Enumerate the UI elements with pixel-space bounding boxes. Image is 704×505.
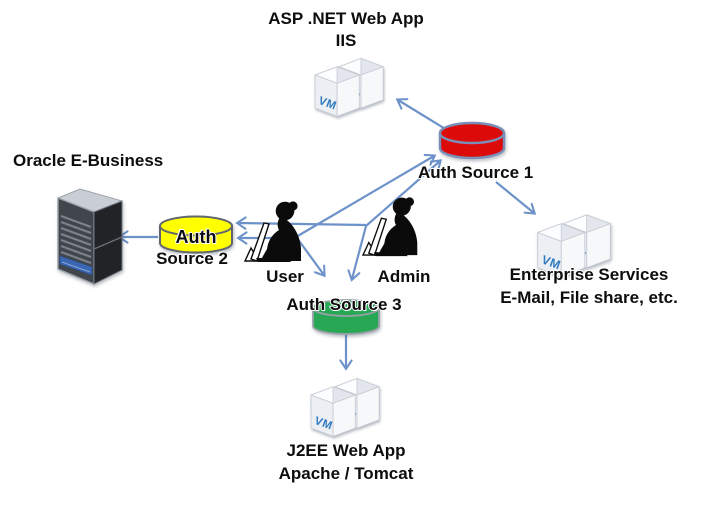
auth-source-3-label: Auth Source 3 [286,295,402,314]
asp-net-title: ASP .NET Web App [268,9,424,28]
arrow-admin-to-auth-source-2 [235,216,367,230]
auth-source-1-cylinder [438,121,506,160]
oracle-server-icon [56,188,124,286]
j2ee-subtitle: Apache / Tomcat [278,464,414,483]
auth-source-2-cylinder [159,215,233,254]
j2ee-title: J2EE Web App [286,441,406,460]
user-label: User [266,267,304,286]
arrow-admin-to-auth-source-3 [347,225,368,282]
server-drive-slats [60,215,92,264]
auth-source-3-cylinder [312,299,380,335]
arrow-user-to-auth-source-3 [296,237,326,278]
edges [117,98,537,371]
asp-net-subtitle: IIS [335,31,357,50]
oracle-title: Oracle E-Business [13,151,164,170]
j2ee-vm-icon [310,377,380,437]
arrow-auth-source-1-to-enterprise [495,181,537,215]
user-person-icon [244,200,302,263]
asp-net-vm-icon [314,57,384,117]
auth-source-2-sublabel: Source 2 [156,249,228,268]
admin-label: Admin [377,267,431,286]
auth-source-2-label: Auth [175,227,217,247]
arrow-auth-source-1-to-asp [395,98,448,131]
enterprise-subtitle: E-Mail, File share, etc. [500,288,678,307]
auth-source-1-label: Auth Source 1 [418,163,534,182]
enterprise-title: Enterprise Services [509,265,669,284]
arrow-admin-to-auth-source-1 [365,159,443,227]
